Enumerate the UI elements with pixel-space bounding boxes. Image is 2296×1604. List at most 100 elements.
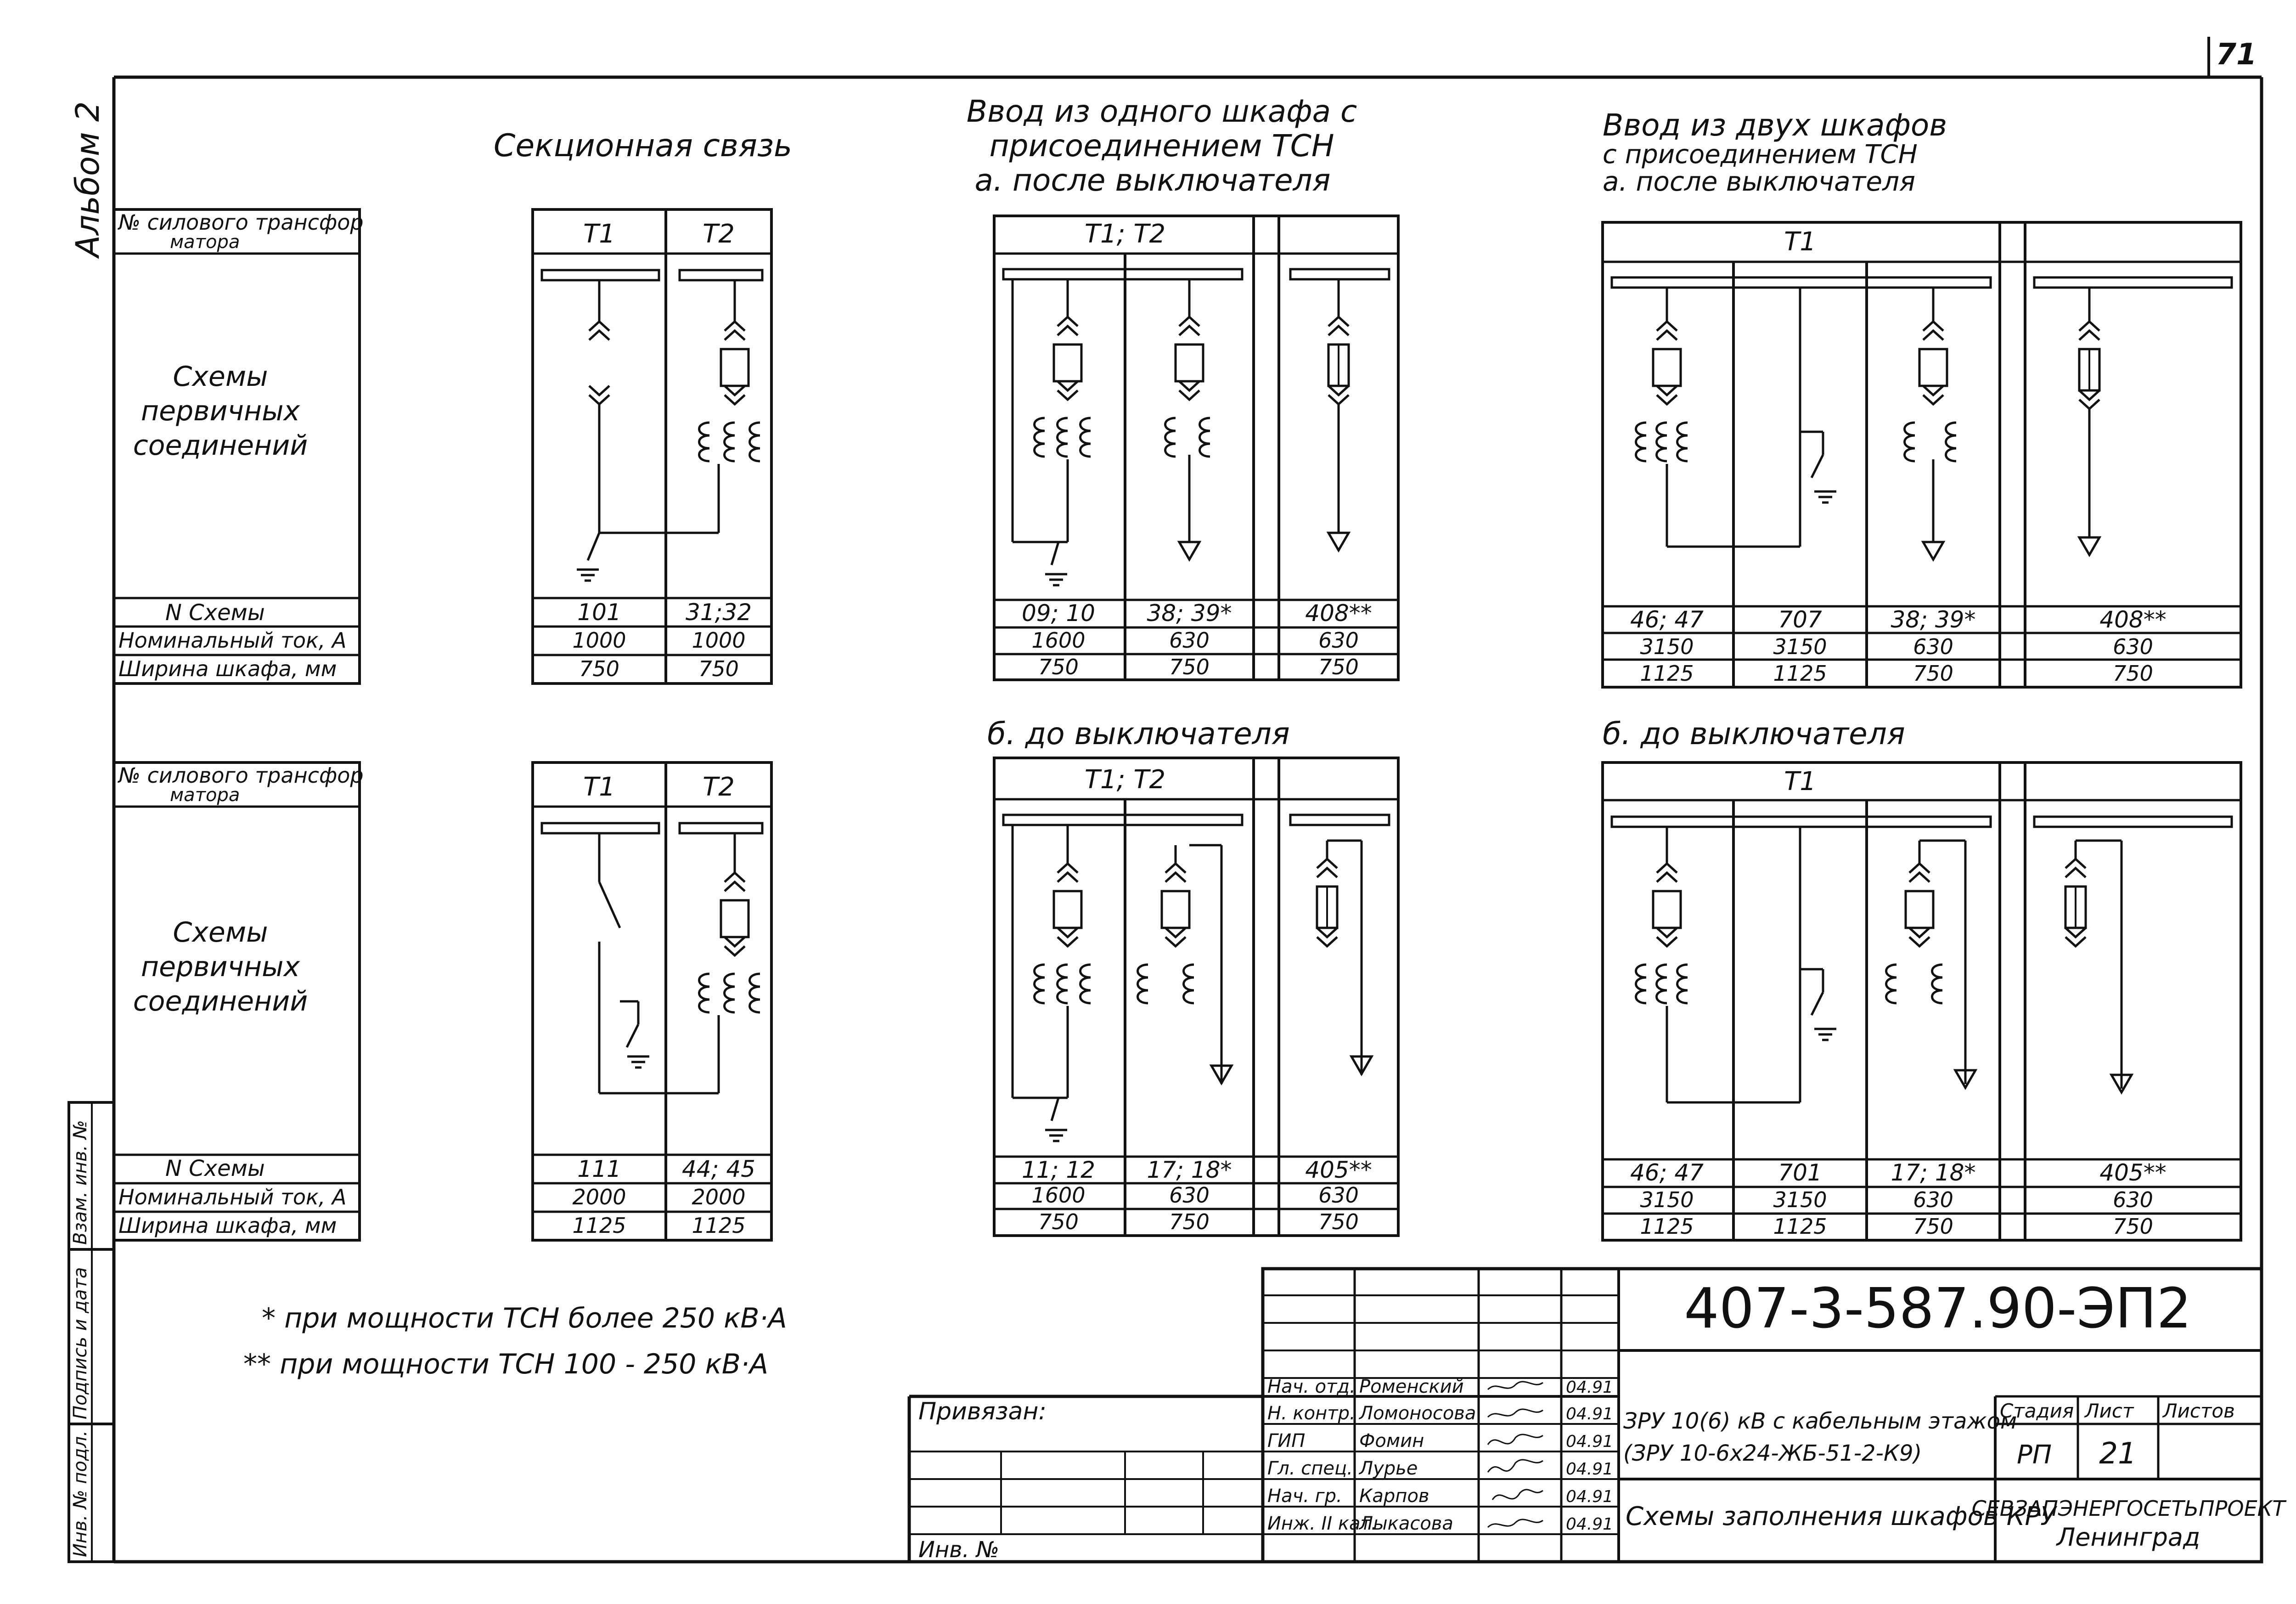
scheme-double-tsn bbox=[1886, 839, 1976, 1088]
scheme-tsn-feeder bbox=[1138, 844, 1232, 1084]
scheme-number: 11; 12 bbox=[1022, 1157, 1095, 1183]
rated-current: 3150 bbox=[1640, 634, 1694, 659]
project-name-2: (ЗРУ 10-6х24-ЖБ-51-2-К9) bbox=[1623, 1440, 1922, 1466]
label-schemes-2: первичных bbox=[141, 395, 300, 427]
rated-current: 2000 bbox=[692, 1185, 745, 1209]
stamp-signature-date: Подпись и дата bbox=[70, 1267, 91, 1419]
rated-current: 3150 bbox=[1773, 1187, 1827, 1212]
rated-current: 630 bbox=[1318, 1183, 1359, 1208]
rated-current: 630 bbox=[1318, 628, 1359, 653]
date-1: 04.91 bbox=[1566, 1378, 1613, 1397]
page-number: 71 bbox=[2216, 38, 2257, 72]
stage-label: Стадия bbox=[2000, 1400, 2074, 1422]
signature-marks bbox=[1487, 1381, 1543, 1528]
name-group-head: Карпов bbox=[1359, 1485, 1429, 1507]
header-single-feed-2: присоединением ТСН bbox=[990, 128, 1334, 164]
document-code: 407-3-587.90-ЭП2 bbox=[1684, 1277, 2192, 1341]
date-3: 04.91 bbox=[1566, 1432, 1613, 1451]
album-label: Альбом 2 bbox=[69, 102, 107, 259]
date-5: 04.91 bbox=[1566, 1487, 1613, 1506]
scheme-number: 38; 39* bbox=[1891, 606, 1976, 633]
header-before-breaker-single: б. до выключателя bbox=[987, 716, 1290, 751]
label-schemes-2: первичных bbox=[141, 951, 300, 983]
panel-single-feed-top: Т1; Т2 bbox=[993, 215, 1400, 681]
header-cell-1: Т1; Т2 bbox=[1085, 219, 1165, 249]
cabinet-width: 1125 bbox=[572, 1213, 626, 1238]
rated-current: 630 bbox=[1169, 1183, 1210, 1208]
inventory-label: Инв. № bbox=[918, 1537, 999, 1563]
panel-single-feed-bottom: Т1; Т2 bbox=[993, 757, 1400, 1237]
name-engineer: Лыкасова bbox=[1358, 1513, 1453, 1534]
date-6: 04.91 bbox=[1566, 1515, 1613, 1534]
scheme-tsn-feeder bbox=[1165, 279, 1210, 559]
rated-current: 1600 bbox=[1031, 1183, 1085, 1208]
sheet-title: Схемы заполнения шкафов КРУ bbox=[1626, 1502, 2058, 1531]
scheme-number: 46; 47 bbox=[1630, 1159, 1704, 1186]
header-cell-1: Т1 bbox=[1784, 227, 1816, 257]
rated-current: 3150 bbox=[1773, 634, 1827, 659]
sheet-value: 21 bbox=[2099, 1437, 2136, 1471]
name-chief-specialist: Лурье bbox=[1358, 1458, 1418, 1479]
cabinet-width: 1125 bbox=[692, 1213, 745, 1238]
title-block: 407-3-587.90-ЭП2 Привязан: Инв. № Нач. о… bbox=[907, 1267, 2287, 1564]
scheme-number: 408** bbox=[2099, 606, 2166, 633]
role-head-department: Нач. отд. bbox=[1267, 1376, 1356, 1397]
label-current: Номинальный ток, А bbox=[118, 628, 346, 653]
scheme-incomer-breaker bbox=[1011, 279, 1091, 585]
header-double-feed-3: а. после выключателя bbox=[1603, 166, 1915, 197]
rated-current: 2000 bbox=[572, 1185, 626, 1209]
scheme-double-link bbox=[1799, 288, 1836, 547]
label-transformer-1: № силового трансфор bbox=[117, 763, 364, 788]
rated-current: 630 bbox=[1169, 628, 1210, 653]
label-schemes-1: Схемы bbox=[173, 361, 268, 393]
panel-double-feed-bottom: Т1 bbox=[1601, 761, 2242, 1242]
label-schemes-1: Схемы bbox=[173, 916, 268, 949]
rated-current: 630 bbox=[2113, 634, 2153, 659]
cabinet-width: 750 bbox=[2113, 1214, 2153, 1239]
header-cell-1: Т1; Т2 bbox=[1085, 765, 1165, 795]
label-scheme-no: N Схемы bbox=[165, 1156, 265, 1181]
rated-current: 630 bbox=[1913, 1187, 1953, 1212]
organization-city: Ленинград bbox=[2056, 1523, 2200, 1552]
stage-value: РП bbox=[2017, 1440, 2052, 1470]
header-cell-1: Т1 bbox=[583, 219, 615, 249]
cabinet-width: 750 bbox=[1913, 661, 1953, 686]
scheme-voltage-transformer bbox=[699, 280, 760, 533]
cabinet-width: 750 bbox=[1913, 1214, 1953, 1239]
scheme-double-incomer-breaker bbox=[1636, 288, 1800, 548]
note-over-250: * при мощности ТСН более 250 кВ·А bbox=[262, 1302, 787, 1334]
date-4: 04.91 bbox=[1566, 1460, 1613, 1479]
scheme-number: 31;32 bbox=[686, 599, 752, 626]
stamp-replacement-inv: Взам. инв. № bbox=[70, 1120, 91, 1245]
scheme-double-fuse bbox=[2065, 839, 2132, 1092]
cabinet-width: 750 bbox=[1038, 655, 1079, 679]
side-stamp-strip: Инв. № подл. Подпись и дата Взам. инв. № bbox=[68, 1101, 115, 1563]
scheme-number: 405** bbox=[2099, 1159, 2166, 1186]
label-schemes-3: соединений bbox=[133, 429, 308, 462]
header-single-feed-3: а. после выключателя bbox=[975, 163, 1331, 198]
panel-section-link-top: Т1 Т2 101 31;32 1000 1000 750 750 bbox=[531, 208, 773, 685]
cabinet-width: 1125 bbox=[1773, 1214, 1827, 1239]
sheets-label: Листов bbox=[2162, 1400, 2235, 1422]
label-width: Ширина шкафа, мм bbox=[118, 1213, 337, 1238]
header-cell-1: Т1 bbox=[583, 772, 615, 802]
cabinet-width: 750 bbox=[1318, 655, 1359, 679]
scheme-number: 17; 18* bbox=[1891, 1159, 1976, 1186]
scheme-number: 09; 10 bbox=[1022, 600, 1095, 627]
date-2: 04.91 bbox=[1566, 1405, 1613, 1423]
header-cell-1: Т1 bbox=[1784, 767, 1816, 796]
label-transformer-1: № силового трансфор bbox=[117, 210, 364, 235]
cabinet-width: 1125 bbox=[1773, 661, 1827, 686]
scheme-number: 38; 39* bbox=[1147, 600, 1232, 627]
role-chief-engineer: ГИП bbox=[1267, 1430, 1305, 1452]
cabinet-width: 750 bbox=[1169, 1209, 1210, 1234]
header-cell-2: Т2 bbox=[703, 219, 735, 249]
name-head-department: Роменский bbox=[1359, 1376, 1464, 1397]
rated-current: 630 bbox=[2113, 1187, 2153, 1212]
rated-current: 1000 bbox=[572, 628, 626, 653]
scheme-double-fuse bbox=[2079, 288, 2099, 555]
row-label-table-bottom: № силового трансфор матора Схемы первичн… bbox=[113, 761, 364, 1242]
scheme-number: 405** bbox=[1305, 1157, 1372, 1183]
scheme-voltage-transformer bbox=[699, 833, 760, 1093]
